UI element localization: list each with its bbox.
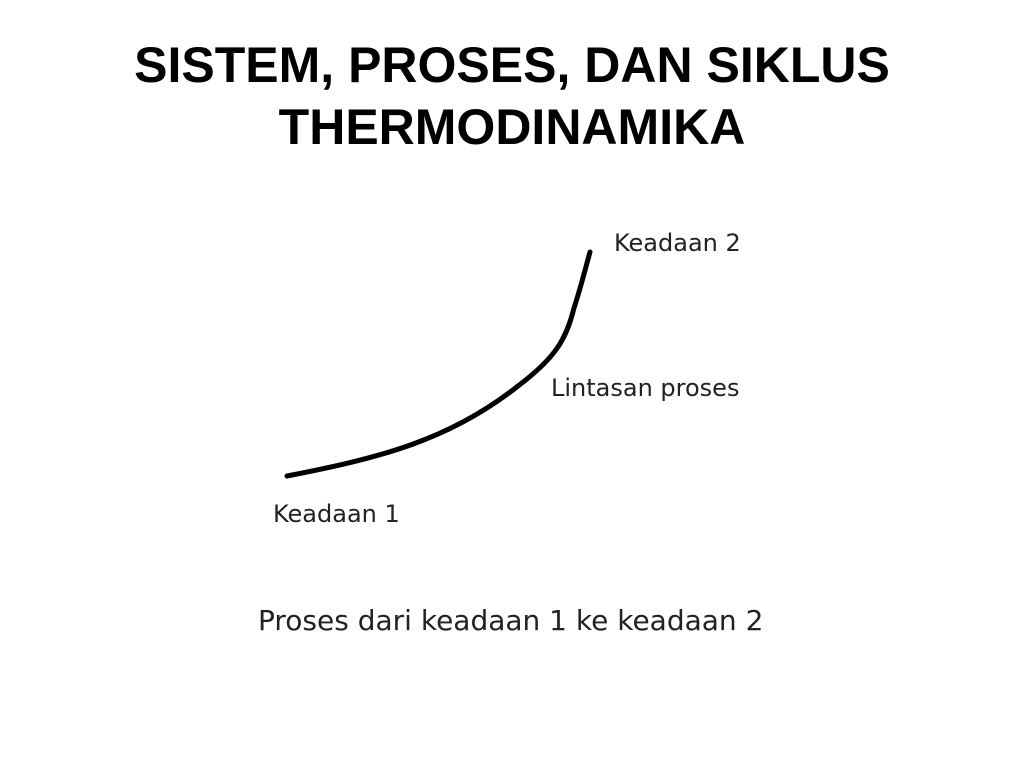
process-path-label: Lintasan proses <box>551 374 740 402</box>
state-1-label: Keadaan 1 <box>273 500 400 528</box>
process-path-curve <box>284 249 593 479</box>
diagram-caption: Proses dari keadaan 1 ke keadaan 2 <box>258 604 764 637</box>
slide-title: SISTEM, PROSES, DAN SIKLUS THERMODINAMIK… <box>0 34 1024 158</box>
slide-title-line-2: THERMODINAMIKA <box>278 99 746 155</box>
state-2-label: Keadaan 2 <box>614 229 741 257</box>
slide-title-line-1: SISTEM, PROSES, DAN SIKLUS <box>134 37 890 93</box>
